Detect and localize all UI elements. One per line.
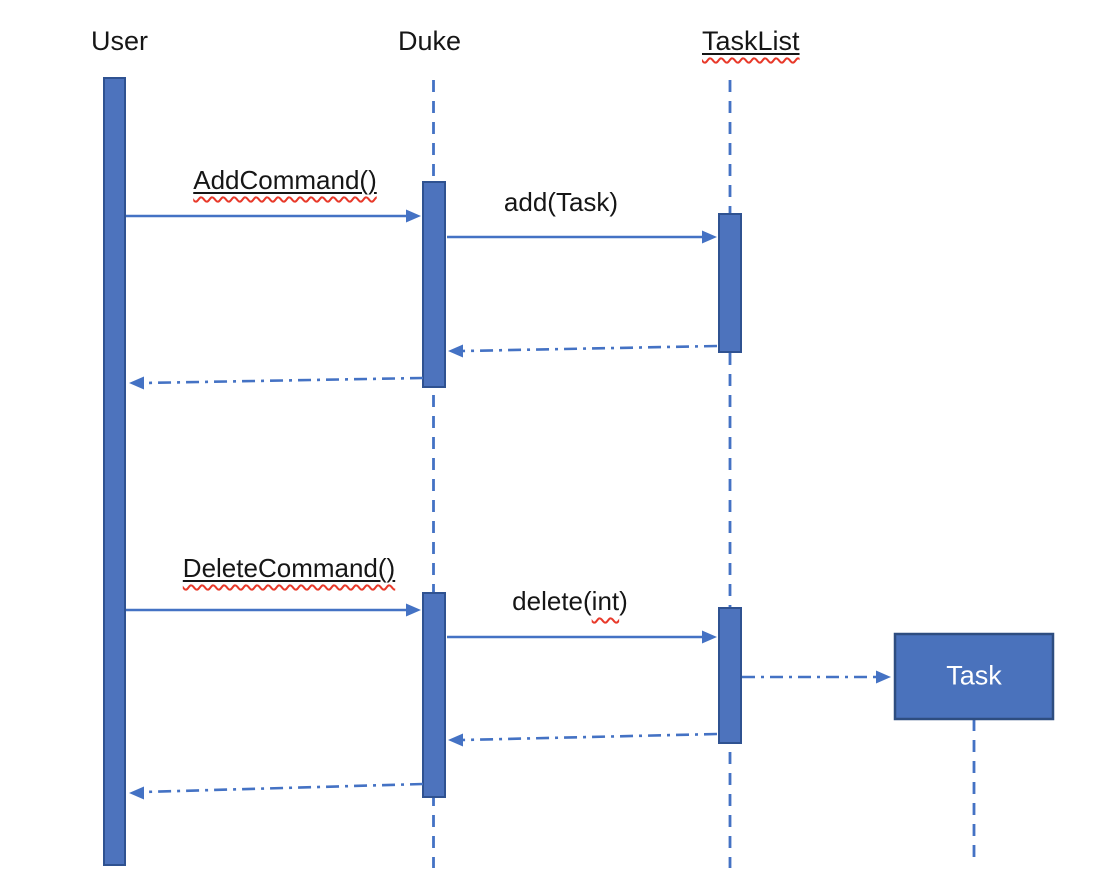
addcommand-underline: AddCommand() [193,165,377,195]
deletecommand-underline: DeleteCommand() [183,553,395,583]
return-arrow-duke-to-user-1 [129,376,424,390]
delete-int-spellcheck-squiggle: int [591,586,620,616]
task-object-box [893,632,1055,721]
activation-bar-tasklist-2 [718,607,742,744]
tasklist-spellcheck-squiggle: TaskList [702,26,800,56]
participant-label-duke: Duke [398,26,462,56]
message-label-delete-int: delete(int) [512,586,628,617]
delete-int-suffix: ) [619,586,628,616]
activation-bar-duke-1 [422,181,446,388]
return-arrow-tasklist-to-duke-2 [448,732,718,747]
create-arrow-tasklist-to-task [742,670,891,684]
activation-bar-duke-2 [422,592,446,798]
return-arrow-duke-to-user-2 [129,782,424,800]
activation-bar-tasklist-1 [718,213,742,353]
return-arrow-tasklist-to-duke-1 [448,344,718,358]
delete-int-prefix: delete( [512,586,592,616]
message-arrow-delete-int [447,630,717,644]
message-label-addcommand: AddCommand() [193,165,377,196]
message-arrow-add-task [447,230,717,244]
activation-bar-user [103,77,126,866]
deletecommand-spellcheck-squiggle: DeleteCommand() [182,553,396,583]
message-arrow-deletecommand [126,603,421,617]
participant-label-tasklist: TaskList [702,26,800,57]
message-arrow-addcommand [126,209,421,223]
tasklist-underline: TaskList [702,26,800,56]
message-label-deletecommand: DeleteCommand() [183,553,395,584]
task-object-label: Task [946,660,1002,691]
addcommand-spellcheck-squiggle: AddCommand() [193,165,377,195]
message-label-add-task: add(Task) [503,187,619,217]
participant-label-user: User [91,26,149,56]
